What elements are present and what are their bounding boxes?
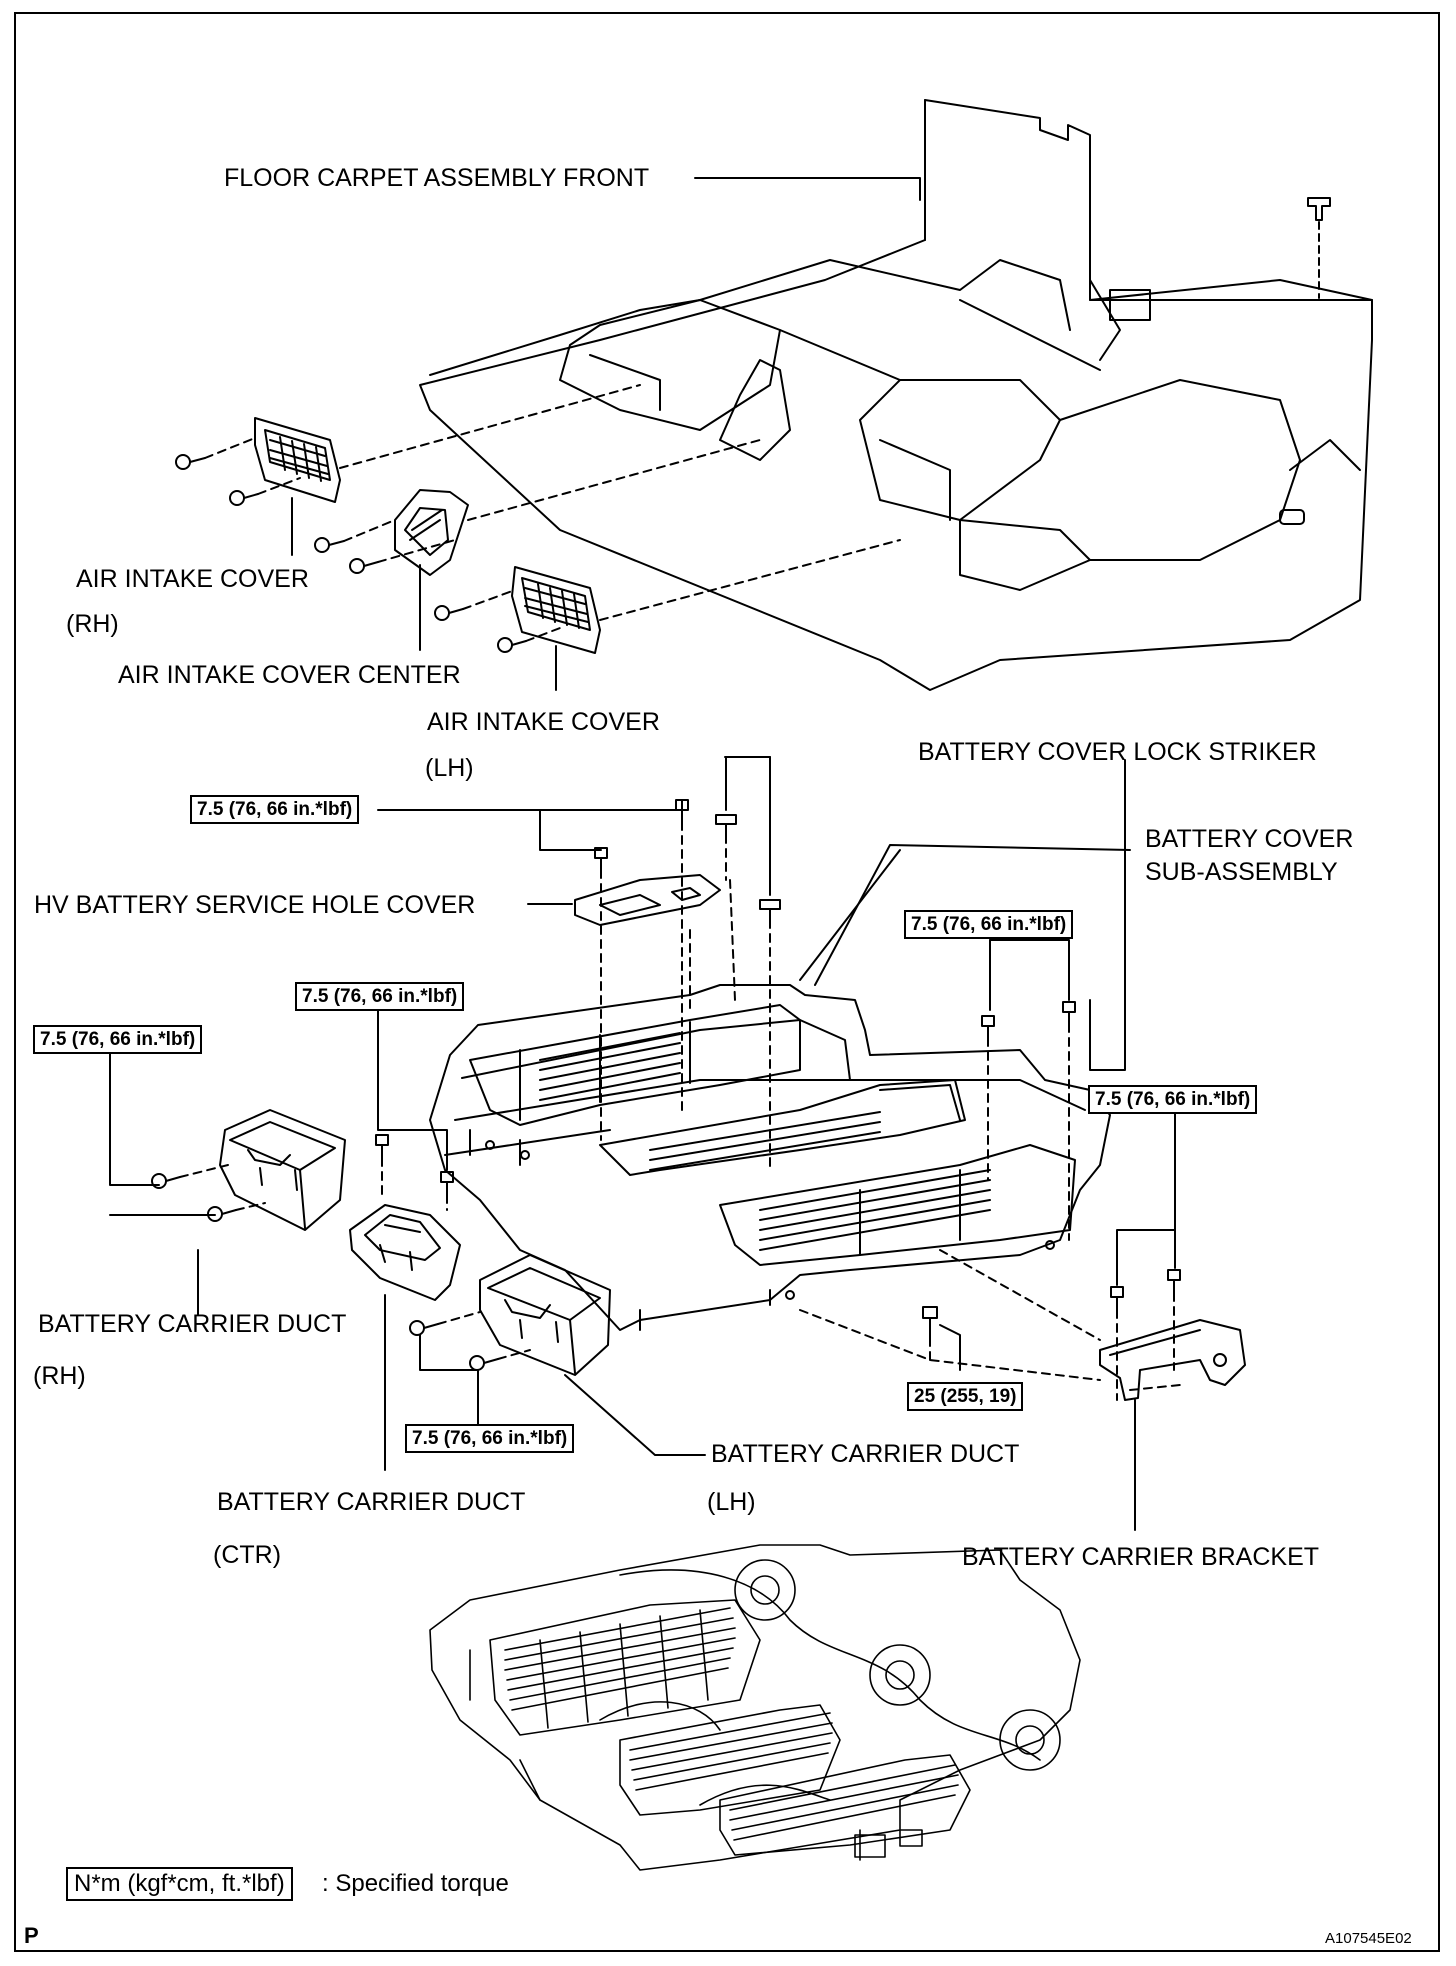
label-battery-carrier-duct-ctr-side: (CTR) bbox=[213, 1541, 282, 1569]
air-intake-cover-rh-drawing bbox=[254, 417, 341, 503]
label-air-intake-cover-lh-side: (LH) bbox=[425, 754, 474, 782]
clip-drawing bbox=[1307, 197, 1331, 221]
label-battery-carrier-bracket: BATTERY CARRIER BRACKET bbox=[962, 1543, 1320, 1571]
legend-torque-description: : Specified torque bbox=[322, 1870, 509, 1897]
torque-battery-cover-right: 7.5 (76, 66 in.*lbf) bbox=[904, 910, 1074, 939]
torque-carrier-bolt: 25 (255, 19) bbox=[907, 1382, 1024, 1411]
label-battery-carrier-duct-lh-side: (LH) bbox=[707, 1488, 756, 1516]
label-hv-battery-service-hole-cover: HV BATTERY SERVICE HOLE COVER bbox=[34, 891, 476, 919]
service-hole-cover-drawing bbox=[574, 874, 721, 926]
duct-rh-drawing bbox=[219, 1109, 346, 1231]
label-battery-cover: BATTERY COVER bbox=[1145, 825, 1354, 853]
label-battery-carrier-duct-lh: BATTERY CARRIER DUCT bbox=[711, 1440, 1020, 1468]
label-battery-cover-lock-striker: BATTERY COVER LOCK STRIKER bbox=[918, 738, 1317, 766]
air-intake-screws bbox=[175, 454, 527, 653]
torque-duct-rh: 7.5 (76, 66 in.*lbf) bbox=[33, 1025, 203, 1054]
battery-underside-drawing bbox=[429, 1544, 1081, 1871]
torque-carrier-bracket: 7.5 (76, 66 in.*lbf) bbox=[1088, 1085, 1258, 1114]
carrier-bracket-drawing bbox=[1099, 1319, 1246, 1401]
figure-id: A107545E02 bbox=[1325, 1930, 1412, 1947]
air-intake-cover-lh-drawing bbox=[511, 566, 601, 654]
page-corner-mark: P bbox=[24, 1923, 39, 1948]
duct-lh-drawing bbox=[479, 1254, 611, 1376]
label-air-intake-cover-lh: AIR INTAKE COVER bbox=[427, 708, 660, 736]
floor-carpet-drawing bbox=[419, 99, 1373, 691]
label-battery-cover-sub-assembly: SUB-ASSEMBLY bbox=[1145, 858, 1338, 886]
label-battery-carrier-duct-rh: BATTERY CARRIER DUCT bbox=[38, 1310, 347, 1338]
torque-duct-ctr: 7.5 (76, 66 in.*lbf) bbox=[295, 982, 465, 1011]
duct-ctr-drawing bbox=[349, 1204, 461, 1301]
air-intake-cover-center-drawing bbox=[394, 489, 469, 576]
legend-torque-unit-box: N*m (kgf*cm, ft.*lbf) bbox=[66, 1867, 293, 1901]
torque-service-hole-cover: 7.5 (76, 66 in.*lbf) bbox=[190, 795, 360, 824]
diagram-frame bbox=[14, 12, 1440, 1952]
label-air-intake-cover-center: AIR INTAKE COVER CENTER bbox=[118, 661, 461, 689]
torque-duct-lh: 7.5 (76, 66 in.*lbf) bbox=[405, 1424, 575, 1453]
battery-cover-drawing bbox=[429, 984, 1111, 1331]
label-battery-carrier-duct-rh-side: (RH) bbox=[33, 1362, 86, 1390]
label-battery-carrier-duct-ctr: BATTERY CARRIER DUCT bbox=[217, 1488, 526, 1516]
label-floor-carpet-assembly-front: FLOOR CARPET ASSEMBLY FRONT bbox=[224, 164, 650, 192]
label-air-intake-cover-rh: AIR INTAKE COVER bbox=[76, 565, 309, 593]
label-air-intake-cover-rh-side: (RH) bbox=[66, 610, 119, 638]
